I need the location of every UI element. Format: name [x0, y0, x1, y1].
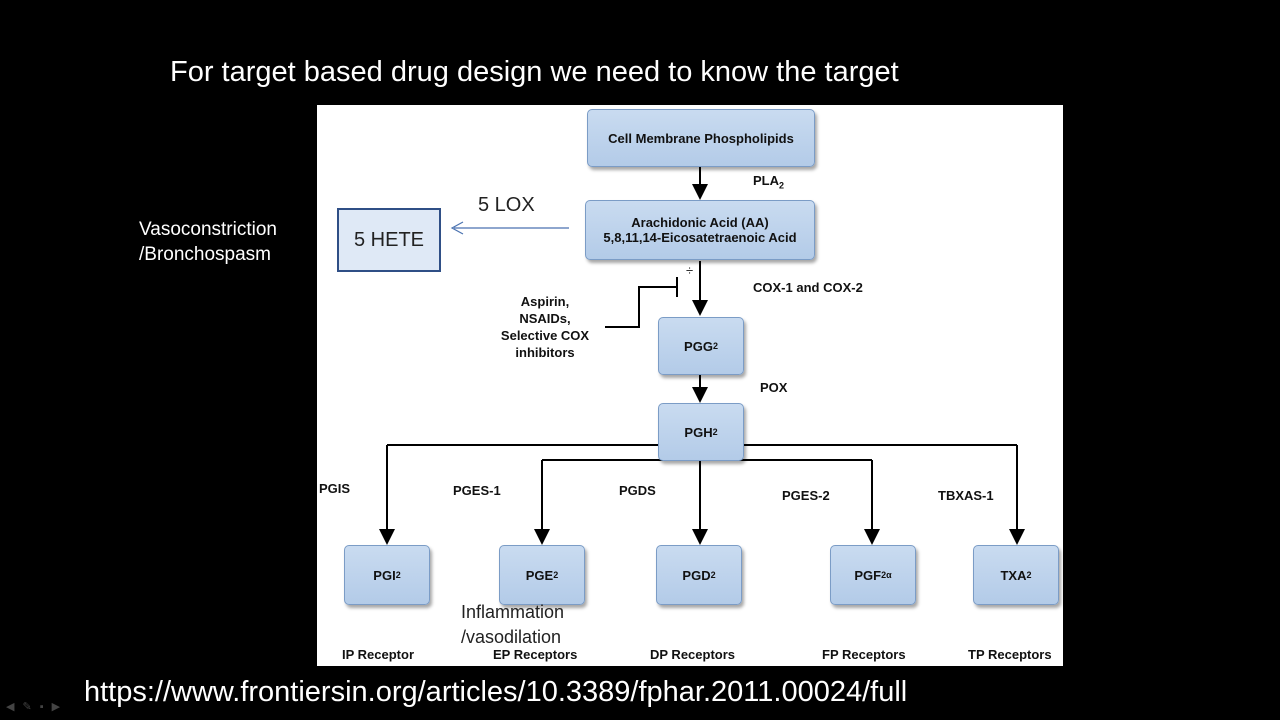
slide-title: For target based drug design we need to …: [170, 56, 899, 88]
next-slide-icon[interactable]: ▶: [51, 701, 69, 713]
enzyme-pges-2: PGES-2: [782, 488, 830, 503]
inflam-line-1: Inflammation: [461, 602, 565, 622]
aa-line-1: Arachidonic Acid (AA): [631, 215, 769, 230]
pen-icon[interactable]: ✎: [22, 701, 40, 713]
cell-membrane-label: Cell Membrane Phospholipids: [608, 130, 794, 146]
cox-inhibitors-label: Aspirin, NSAIDs, Selective COX inhibitor…: [485, 293, 605, 361]
drug-line-4: inhibitors: [515, 345, 575, 360]
enzyme-pgds: PGDS: [619, 483, 656, 498]
enzyme-tbxas-1: TBXAS-1: [938, 488, 994, 503]
drug-line-1: Aspirin,: [520, 294, 570, 309]
5-hete-label: 5 HETE: [353, 228, 425, 251]
receptor-ip: IP Receptor: [342, 647, 415, 662]
5-hete-box: 5 HETE: [337, 208, 441, 272]
arachidonic-acid-node: Arachidonic Acid (AA) 5,8,11,14-Eicosate…: [585, 200, 815, 260]
cell-membrane-node: Cell Membrane Phospholipids: [587, 109, 815, 167]
receptor-dp: DP Receptors: [650, 647, 736, 662]
vaso-line-1: Vasoconstriction: [139, 219, 277, 240]
divide-mark: ÷: [686, 263, 694, 278]
aa-line-2: 5,8,11,14-Eicosatetraenoic Acid: [603, 230, 797, 245]
drug-line-2: NSAIDs,: [519, 311, 571, 326]
pox-label: POX: [760, 380, 788, 395]
inflammation-note: Inflammation /vasodilation: [461, 600, 564, 650]
menu-icon[interactable]: ▪: [39, 701, 52, 713]
enzyme-pgis: PGIS: [319, 481, 351, 496]
receptor-tp: TP Receptors: [968, 647, 1052, 662]
vasoconstriction-note: Vasoconstriction /Bronchospasm: [139, 217, 277, 267]
enzyme-pges-1: PGES-1: [453, 483, 501, 498]
slide-nav-controls[interactable]: ◀✎▪▶: [6, 700, 68, 713]
cox-label: COX-1 and COX-2: [753, 280, 863, 295]
5-lox-label: 5 LOX: [478, 194, 535, 216]
pla2-label: PLA2: [753, 173, 785, 191]
prev-slide-icon[interactable]: ◀: [6, 701, 23, 713]
inflam-line-2: /vasodilation: [461, 627, 562, 647]
vaso-line-2: /Bronchospasm: [139, 244, 272, 265]
source-url[interactable]: https://www.frontiersin.org/articles/10.…: [84, 676, 908, 708]
drug-line-3: Selective COX: [500, 328, 590, 343]
receptor-fp: FP Receptors: [822, 647, 906, 662]
pathway-diagram: Cell Membrane Phospholipids PLA2 Arachid…: [317, 105, 1063, 666]
receptor-ep: EP Receptors: [493, 647, 578, 662]
